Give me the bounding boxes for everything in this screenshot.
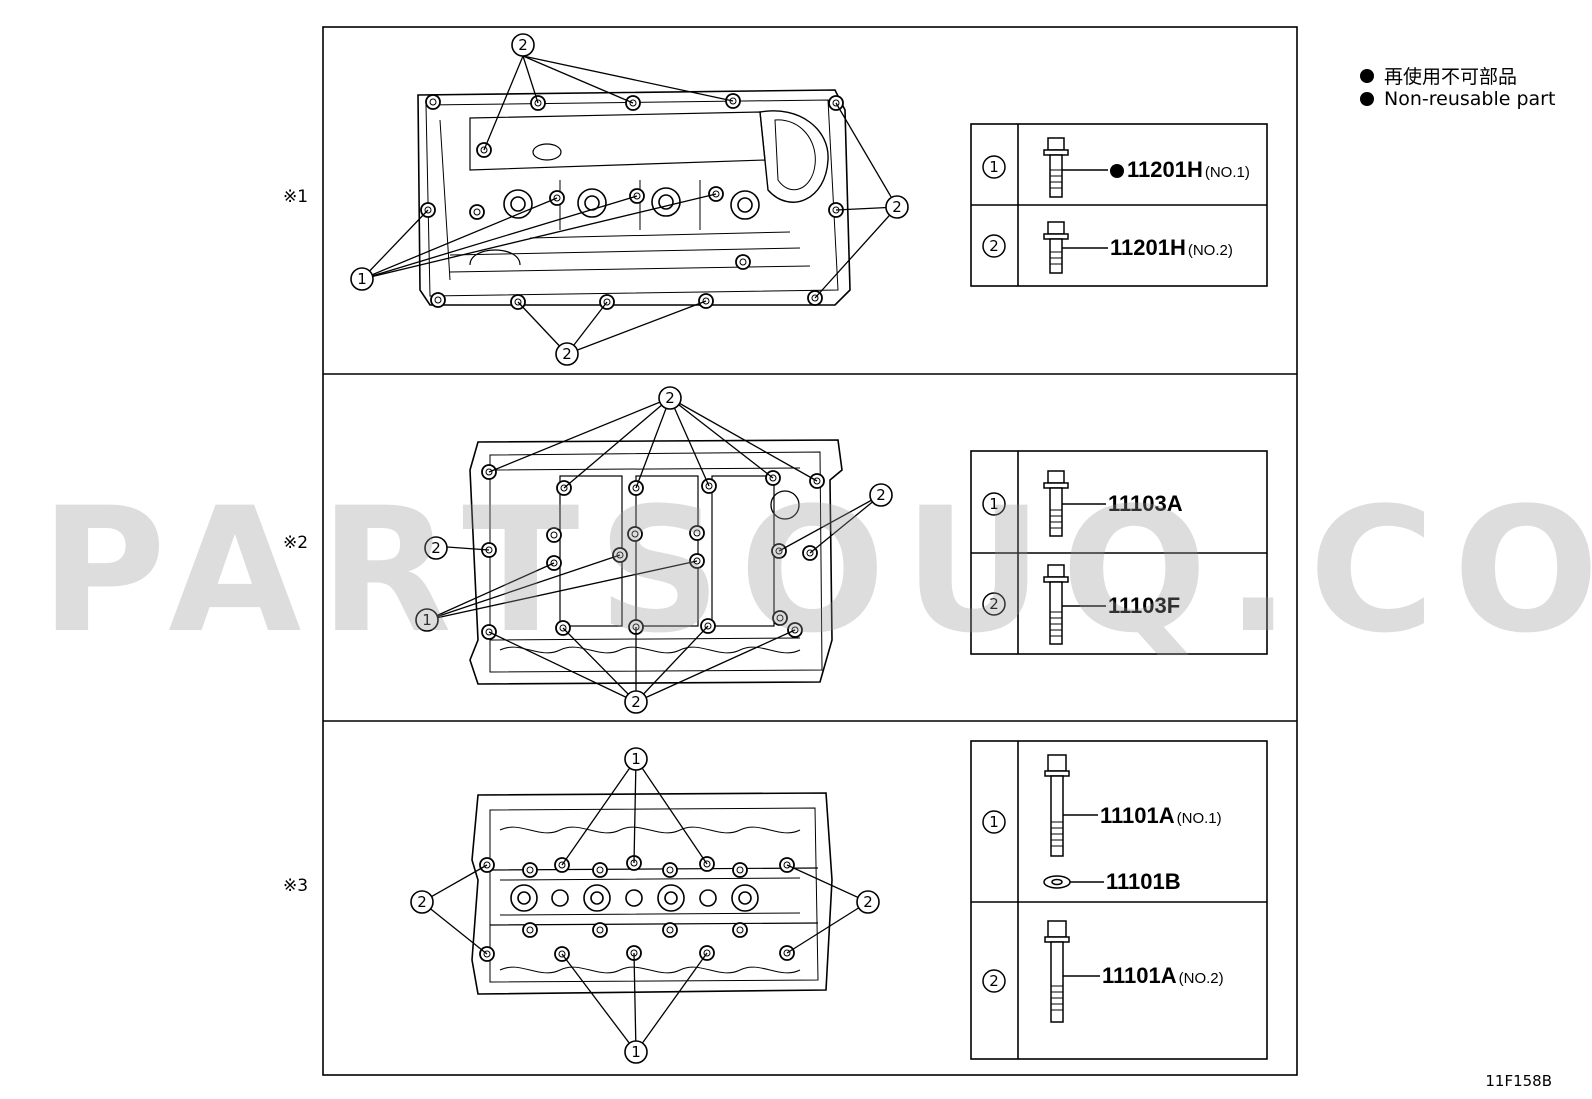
part-suffix: (NO.2) [1187, 242, 1233, 259]
callout-1: 1 [631, 750, 641, 768]
callout-2: 2 [863, 893, 873, 911]
table-ref-circles [982, 155, 1006, 993]
leader-lines-2 [426, 397, 882, 703]
section-marker-2: ※2 [283, 533, 309, 553]
flange-bolt-icon [1043, 564, 1106, 645]
filled-dot-icon [1360, 92, 1374, 106]
cylinder-block-drawing [469, 439, 843, 685]
part-number: 11103A [1108, 491, 1183, 516]
head-bolt-icon [1044, 920, 1100, 1023]
section-marker-3: ※3 [283, 876, 309, 896]
part-number-11101A-no2[interactable]: 11101A(NO.2) [1102, 963, 1224, 989]
filled-dot-icon [1360, 68, 1374, 83]
part-tables [970, 123, 1268, 1060]
part-suffix: (NO.1) [1204, 164, 1250, 181]
leader-lines-1 [361, 55, 898, 355]
table-ref-numbers: 1 2 1 2 1 2 [989, 158, 999, 990]
part-suffix: (NO.1) [1176, 810, 1222, 827]
table-ref-1: 1 [989, 813, 999, 831]
part-number-11201H-no2[interactable]: 11201H(NO.2) [1110, 235, 1233, 261]
callout-1: 1 [631, 1043, 641, 1061]
outer-frame [322, 26, 1298, 1076]
table-ref-1: 1 [989, 158, 999, 176]
non-reusable-dot-icon [1110, 164, 1124, 179]
legend-label-en: Non-reusable part [1384, 88, 1556, 110]
bolt-icons [1043, 137, 1108, 1023]
callout-2: 2 [665, 389, 675, 407]
head-bolt-icon [1044, 754, 1098, 857]
part-number: 11103F [1108, 593, 1181, 618]
callout-numbers: 2 2 1 2 2 2 2 1 2 1 2 2 1 [357, 36, 902, 1061]
legend-item-jp: 再使用不可部品 [1360, 62, 1517, 89]
callout-2: 2 [562, 345, 572, 363]
flange-bolt-icon [1043, 221, 1108, 274]
part-number: 11201H [1127, 157, 1203, 182]
callout-2: 2 [892, 198, 902, 216]
callout-2: 2 [631, 693, 641, 711]
callout-2: 2 [431, 539, 441, 557]
cylinder-head-cover-drawing [417, 89, 851, 310]
part-number-11101B[interactable]: 11101B [1106, 869, 1181, 895]
callout-1: 1 [357, 270, 367, 288]
part-suffix: (NO.2) [1178, 970, 1224, 987]
cylinder-head-drawing [471, 792, 833, 995]
part-number: 11101A [1102, 963, 1177, 988]
part-table-3 [970, 740, 1268, 1060]
callout-2: 2 [518, 36, 528, 54]
diagram-code: 11F158B [1485, 1072, 1552, 1090]
callout-2: 2 [417, 893, 427, 911]
legend-label-jp: 再使用不可部品 [1384, 66, 1518, 88]
flange-bolt-icon [1043, 470, 1106, 537]
part-number-11103F[interactable]: 11103F [1108, 593, 1180, 619]
callout-1: 1 [422, 611, 432, 629]
callout-2: 2 [876, 486, 886, 504]
washer-icon [1043, 875, 1104, 889]
part-number-11101A-no1[interactable]: 11101A(NO.1) [1100, 803, 1222, 829]
table-ref-2: 2 [989, 595, 999, 613]
callout-circles [350, 33, 909, 1064]
table-ref-2: 2 [989, 972, 999, 990]
flange-bolt-icon [1043, 137, 1108, 198]
part-number: 11101B [1106, 869, 1181, 894]
section-marker-1: ※1 [283, 187, 309, 207]
leader-lines-3 [421, 758, 869, 1053]
legend-item-en: Non-reusable part [1360, 88, 1555, 110]
table-ref-2: 2 [989, 237, 999, 255]
table-ref-1: 1 [989, 495, 999, 513]
part-number: 11201H [1110, 235, 1186, 260]
part-number: 11101A [1100, 803, 1175, 828]
part-number-11201H-no1[interactable]: 11201H(NO.1) [1110, 157, 1250, 183]
part-number-11103A[interactable]: 11103A [1108, 491, 1183, 517]
